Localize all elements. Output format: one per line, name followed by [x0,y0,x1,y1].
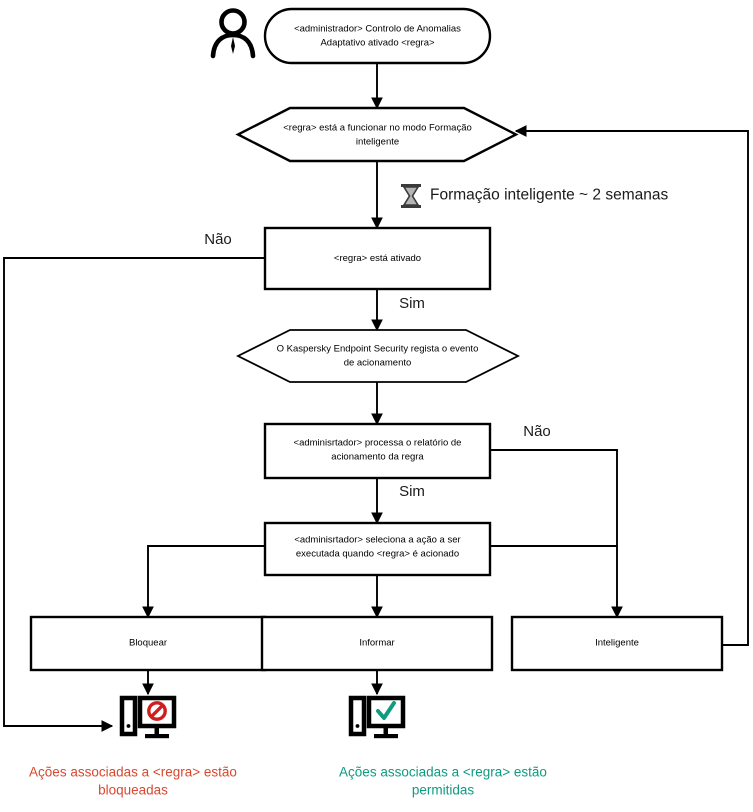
node-kes-line1: O Kaspersky Endpoint Security regista o … [277,344,479,355]
node-action-block-label: Bloquear [129,638,167,649]
caption-blocked-line1: Ações associadas a <regra> estão [29,765,237,780]
branch-label-rule-enabled-yes: Sim [399,295,425,312]
node-start-line2: Adaptativo ativado <regra> [320,38,435,49]
connector-rule-enabled-no [3,257,265,732]
node-smart-training-mode[interactable]: <regra> está a funcionar no modo Formaçã… [235,106,519,163]
hourglass-icon [401,184,421,208]
node-rule-enabled-line1: <regra> está ativado [334,253,421,264]
computer-blocked-icon [119,695,177,739]
node-action-inform-label: Informar [359,638,394,649]
node-admin-processes-report[interactable]: <adminisrtador> processa o relatório de … [263,422,492,480]
node-kes-logs-event[interactable]: O Kaspersky Endpoint Security regista o … [235,329,521,383]
node-report-line1: <adminisrtador> processa o relatório de [294,438,462,449]
caption-allowed: Ações associadas a <regra> estão permiti… [339,765,547,798]
person-icon [210,8,256,59]
node-start[interactable]: <administrador> Controlo de Anomalias Ad… [263,7,492,65]
caption-blocked-line2: bloqueadas [98,783,168,798]
node-action-smart-label: Inteligente [595,638,639,649]
node-rule-enabled[interactable]: <regra> está ativado [263,226,492,291]
caption-blocked: Ações associadas a <regra> estão bloquea… [29,765,237,798]
branch-label-rule-enabled-no: Não [204,231,232,248]
node-report-line2: acionamento da regra [331,452,424,463]
node-kes-line2: de acionamento [344,358,412,369]
branch-label-report-yes: Sim [399,483,425,500]
connector-action-to-block [142,545,265,619]
node-action-smart[interactable]: Inteligente [510,615,724,672]
connector-report-no [490,449,623,619]
node-select-line2: executada quando <regra> é acionado [296,549,459,560]
node-smart-training-line1: <regra> está a funcionar no modo Formaçã… [283,123,472,134]
note-smart-training-duration: Formação inteligente ~ 2 semanas [401,184,668,208]
caption-allowed-line2: permitidas [412,783,475,798]
node-admin-selects-action[interactable]: <adminisrtador> seleciona a ação a ser e… [263,521,492,577]
node-start-line1: <administrador> Controlo de Anomalias [294,24,461,35]
computer-allowed-icon [348,695,406,739]
node-action-block[interactable]: Bloquear [29,615,267,672]
caption-allowed-line1: Ações associadas a <regra> estão [339,765,547,780]
note-smart-training-text: Formação inteligente ~ 2 semanas [430,187,668,204]
node-select-line1: <adminisrtador> seleciona a ação a ser [294,535,460,546]
branch-label-report-no: Não [523,423,551,440]
node-smart-training-line2: inteligente [356,137,399,148]
connector-smart-loopback [514,125,749,646]
node-action-inform[interactable]: Informar [260,615,494,672]
